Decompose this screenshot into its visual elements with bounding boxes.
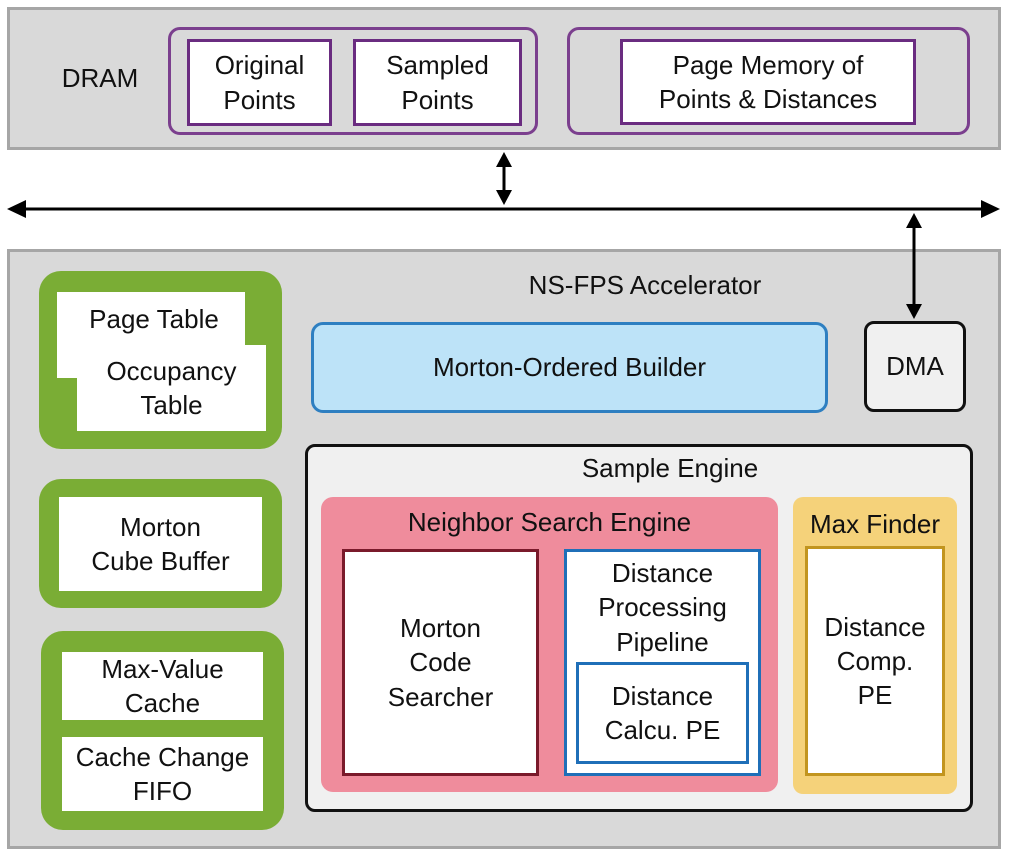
dma-bus-arrow [906,213,922,319]
sampled-points-box: Sampled Points [353,39,522,126]
sample-engine-title: Sample Engine [581,452,759,483]
max-finder-title: Max Finder [809,508,941,539]
cache-change-fifo-box: Cache Change FIFO [62,737,263,811]
accelerator-title: NS-FPS Accelerator [528,269,762,300]
morton-ordered-builder-box: Morton-Ordered Builder [311,322,828,413]
morton-cube-buffer-box: Morton Cube Buffer [59,497,262,591]
occupancy-table-box: Occupancy Table [77,345,266,431]
dram-page-memory-group [567,27,970,135]
dram-label: DRAM [61,62,139,93]
distance-calcu-pe-box: Distance Calcu. PE [576,662,749,764]
dma-box: DMA [864,321,966,412]
page-memory-box: Page Memory of Points & Distances [620,39,916,125]
neighbor-search-engine-title: Neighbor Search Engine [407,506,692,537]
system-bus-arrow [7,200,1000,218]
original-points-box: Original Points [187,39,332,126]
distance-comp-pe-box: Distance Comp. PE [805,546,945,776]
morton-code-searcher-box: Morton Code Searcher [342,549,539,776]
dram-points-group [168,27,538,135]
max-value-cache-box: Max-Value Cache [62,652,263,720]
dram-bus-arrow [496,152,512,205]
